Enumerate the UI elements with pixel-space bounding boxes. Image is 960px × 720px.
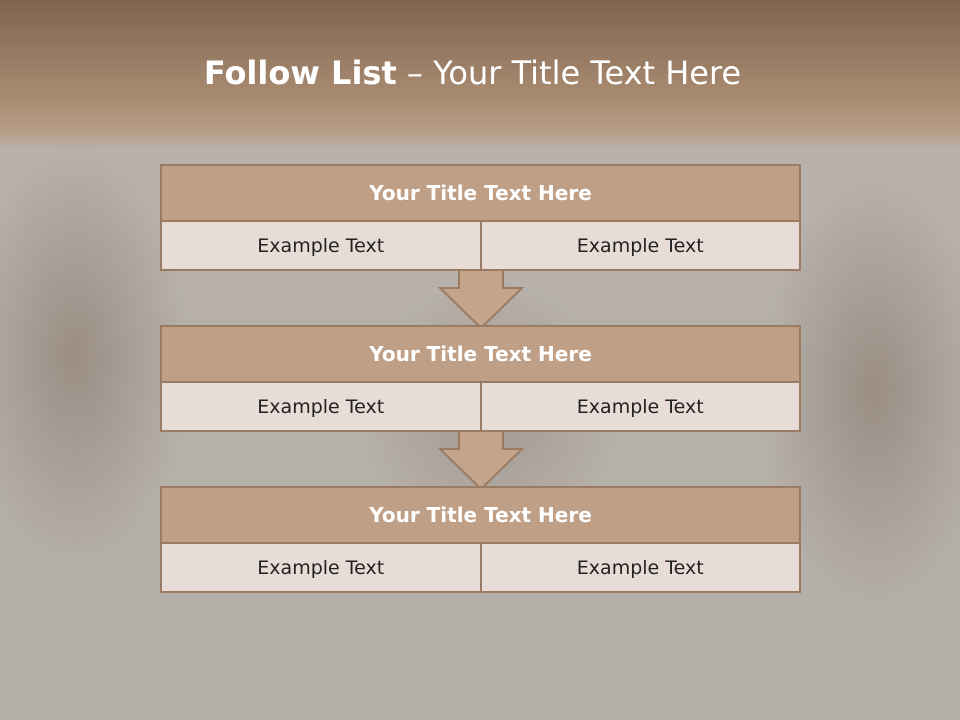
block-row: Example Text Example Text bbox=[162, 222, 799, 269]
block-cell: Example Text bbox=[162, 383, 480, 430]
list-block-1: Your Title Text Here Example Text Exampl… bbox=[160, 164, 801, 271]
title-rest: – Your Title Text Here bbox=[406, 54, 742, 92]
block-title: Your Title Text Here bbox=[162, 327, 799, 383]
list-block-2: Your Title Text Here Example Text Exampl… bbox=[160, 325, 801, 432]
down-arrow-icon bbox=[438, 431, 524, 491]
block-title: Your Title Text Here bbox=[162, 166, 799, 222]
background-dancer-left bbox=[0, 140, 190, 570]
slide-title: Follow List – Your Title Text Here bbox=[0, 54, 945, 92]
block-cell: Example Text bbox=[162, 544, 480, 591]
block-cell: Example Text bbox=[479, 222, 799, 269]
list-block-3: Your Title Text Here Example Text Exampl… bbox=[160, 486, 801, 593]
down-arrow-icon bbox=[438, 270, 524, 330]
block-row: Example Text Example Text bbox=[162, 383, 799, 430]
block-cell: Example Text bbox=[479, 544, 799, 591]
block-row: Example Text Example Text bbox=[162, 544, 799, 591]
block-title: Your Title Text Here bbox=[162, 488, 799, 544]
block-cell: Example Text bbox=[479, 383, 799, 430]
title-bold: Follow List bbox=[203, 54, 397, 92]
block-cell: Example Text bbox=[162, 222, 480, 269]
